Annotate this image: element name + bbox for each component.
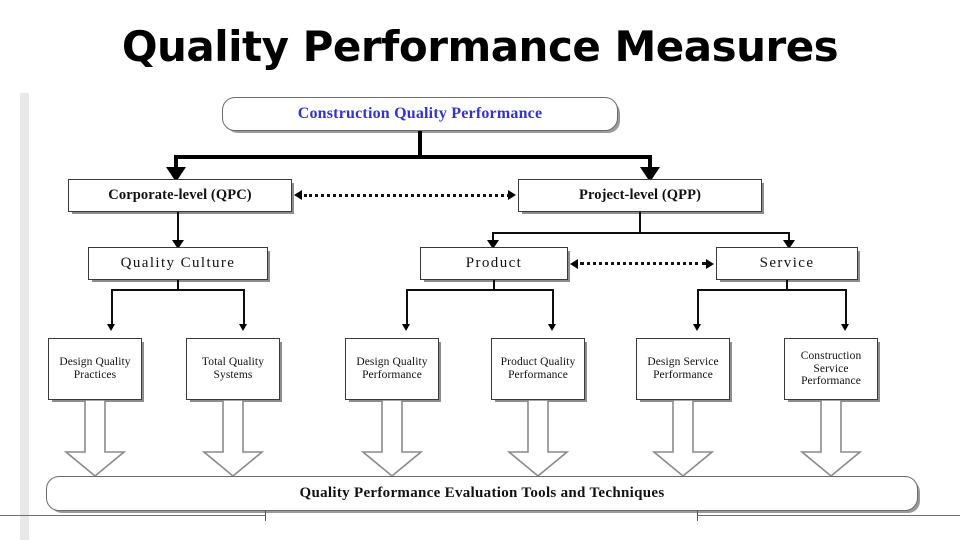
node-product-quality-performance[interactable]: Product Quality Performance (491, 338, 585, 400)
arrowhead-qpc-to-qpp (508, 190, 516, 200)
block-arrow-design-quality-performance (359, 400, 425, 478)
node-service[interactable]: Service (716, 247, 858, 280)
node-design-quality-practices[interactable]: Design Quality Practices (48, 338, 142, 400)
connector-quality-culture-bus (111, 289, 245, 291)
node-line-1: Design Quality (356, 356, 428, 369)
connector-qpp-bus (492, 232, 790, 234)
node-line-3: Performance (801, 375, 861, 388)
connector-root-left-drop (174, 155, 178, 171)
connector-qpp-left-drop (492, 232, 494, 246)
connector-service-left-drop (697, 289, 699, 328)
footer-divider-right (697, 511, 698, 521)
footer-rule-left (0, 515, 265, 516)
node-design-service-performance[interactable]: Design Service Performance (636, 338, 730, 400)
arrowhead-product-to-service (706, 259, 714, 269)
connector-root-bus (174, 155, 652, 159)
arrowhead-to-design-quality-performance (402, 324, 410, 331)
node-line-2: Performance (508, 369, 568, 381)
block-arrow-construction-service-performance (798, 400, 864, 478)
arrowhead-to-total-quality-systems (239, 324, 247, 331)
connector-service-right-drop (845, 289, 847, 328)
node-construction-service-performance[interactable]: Construction Service Performance (784, 338, 878, 400)
connector-product-right-drop (552, 289, 554, 328)
footer-divider-left (265, 511, 266, 521)
node-line-1: Product Quality (500, 356, 576, 369)
connector-product-bus (406, 289, 554, 291)
connector-quality-culture-stem (177, 280, 179, 291)
connector-root-right-drop (648, 155, 652, 171)
arrowhead-to-design-quality-practices (107, 324, 115, 331)
connector-qpc-to-quality-culture (177, 212, 179, 246)
node-product[interactable]: Product (420, 247, 568, 280)
connector-product-stem (493, 280, 495, 291)
arrowhead-to-service (783, 240, 795, 249)
arrowhead-qpp-to-qpc (294, 190, 302, 200)
node-line-1: Design Quality (59, 356, 131, 369)
node-quality-performance-evaluation-tools[interactable]: Quality Performance Evaluation Tools and… (46, 476, 918, 511)
connector-service-stem (786, 280, 788, 291)
node-line-1: Total Quality (201, 356, 265, 369)
connector-service-bus (697, 289, 847, 291)
connector-product-service-dotted (580, 262, 706, 265)
block-arrow-design-service-performance (650, 400, 716, 478)
arrowhead-to-quality-culture (172, 240, 184, 249)
node-quality-culture[interactable]: Quality Culture (88, 247, 268, 280)
page-title: Quality Performance Measures (121, 22, 839, 71)
node-line-2: Performance (653, 369, 713, 381)
node-construction-quality-performance[interactable]: Construction Quality Performance (222, 97, 618, 131)
node-design-quality-performance[interactable]: Design Quality Performance (345, 338, 439, 400)
node-line-1: Design Service (647, 356, 719, 369)
block-arrow-product-quality-performance (505, 400, 571, 478)
connector-quality-culture-right-drop (243, 289, 245, 328)
left-margin-rule (20, 93, 29, 540)
node-line-1: Construction (800, 349, 862, 362)
node-line-2: Systems (213, 369, 253, 381)
node-project-level-qpp[interactable]: Project-level (QPP) (518, 179, 762, 212)
connector-qpp-stem (639, 212, 641, 234)
block-arrow-total-quality-systems (200, 400, 266, 478)
arrowhead-to-corporate-level (166, 167, 186, 182)
footer-rule-right (697, 515, 960, 516)
connector-quality-culture-left-drop (111, 289, 113, 328)
arrowhead-to-project-level (640, 167, 660, 182)
connector-product-left-drop (406, 289, 408, 328)
arrowhead-to-design-service-performance (693, 324, 701, 331)
node-line-2: Service (813, 362, 849, 375)
arrowhead-to-product-quality-performance (548, 324, 556, 331)
connector-root-stem (418, 131, 422, 157)
arrowhead-to-construction-service-performance (841, 324, 849, 331)
connector-qpp-right-drop (788, 232, 790, 246)
block-arrow-design-quality-practices (62, 400, 128, 478)
node-line-2: Practices (73, 369, 117, 381)
connector-qpc-qpp-dotted (304, 194, 510, 197)
node-corporate-level-qpc[interactable]: Corporate-level (QPC) (68, 179, 292, 212)
arrowhead-service-to-product (570, 259, 578, 269)
arrowhead-to-product (487, 240, 499, 249)
node-total-quality-systems[interactable]: Total Quality Systems (186, 338, 280, 400)
node-line-2: Performance (362, 369, 422, 381)
